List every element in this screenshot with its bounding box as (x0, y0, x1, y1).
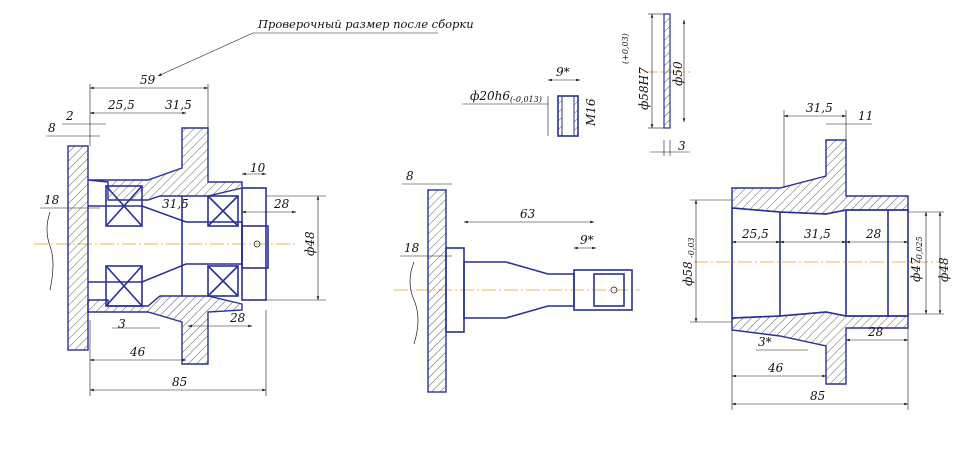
nut-dim-m16: M16 (584, 98, 598, 127)
hub-dim-d48: ф48 (937, 257, 951, 282)
assembly-dim-28-top: 28 (273, 197, 290, 211)
washer-dim-3: 3 (678, 139, 686, 153)
assembly-dim-46: 46 (129, 345, 146, 359)
nut-dim-d20-tol: (-0,013) (510, 95, 542, 104)
nut-dim-d20: ф20h6 (470, 89, 510, 103)
shaft-dim-18: 18 (404, 241, 420, 255)
shaft-dim-8: 8 (406, 169, 414, 183)
hub-dim-d47-tol: -0,025 (915, 236, 924, 262)
hub-dim-28-bottom: 28 (867, 325, 884, 339)
assembly-dim-d48: ф48 (303, 231, 317, 256)
hub-dim-25-5: 25,5 (741, 227, 769, 241)
note-text: Проверочный размер после сборки (257, 17, 474, 31)
hub-dim-d58: ф58 (681, 261, 695, 286)
washer-dim-d50: ф50 (671, 61, 685, 86)
assembly-dim-8: 8 (48, 121, 56, 135)
assembly-dim-25-5: 25,5 (107, 98, 135, 112)
assembly-view: 59 25,5 31,5 2 8 10 18 31,5 28 ф48 3 28 … (34, 73, 326, 396)
hub-dim-d58-tol: -0,03 (687, 237, 696, 258)
assembly-dim-31-5-mid: 31,5 (162, 197, 189, 211)
assembly-dim-18: 18 (44, 193, 60, 207)
hub-dim-31-5-mid: 31,5 (804, 227, 831, 241)
hub-dim-11: 11 (858, 109, 873, 123)
shaft-dim-63: 63 (520, 207, 536, 221)
hub-dim-28-mid: 28 (865, 227, 882, 241)
hub-dim-31-5-top: 31,5 (806, 101, 833, 115)
nut-dim-9: 9* (556, 65, 570, 79)
washer-dim-d58: ф58H7 (637, 67, 651, 110)
hub-dim-85: 85 (810, 389, 825, 403)
hub-dim-3: 3* (758, 335, 772, 349)
hub-dim-46: 46 (767, 361, 784, 375)
hub-view: 31,5 11 25,5 31,5 28 ф58 -0,03 ф47 -0,02… (681, 101, 951, 410)
assembly-dim-10: 10 (250, 161, 266, 175)
washer-dim-d58-tol: (+0,03) (621, 33, 630, 64)
shaft-view: 8 63 9* 18 (394, 169, 640, 393)
shaft-dim-9: 9* (580, 233, 594, 247)
assembly-dim-28-bottom: 28 (229, 311, 246, 325)
hub-dim-d47: ф47 (909, 257, 923, 282)
assembly-dim-85: 85 (172, 375, 187, 389)
assembly-dim-3: 3 (118, 317, 126, 331)
assembly-dim-2: 2 (65, 109, 74, 123)
nut-view: 9* ф20h6 (-0,013) M16 (462, 65, 598, 137)
assembly-dim-59: 59 (140, 73, 156, 87)
assembly-dim-31-5-top: 31,5 (165, 98, 192, 112)
washer-view: ф58H7 (+0,03) ф50 3 (621, 13, 690, 156)
assembly-note: Проверочный размер после сборки (157, 17, 474, 77)
